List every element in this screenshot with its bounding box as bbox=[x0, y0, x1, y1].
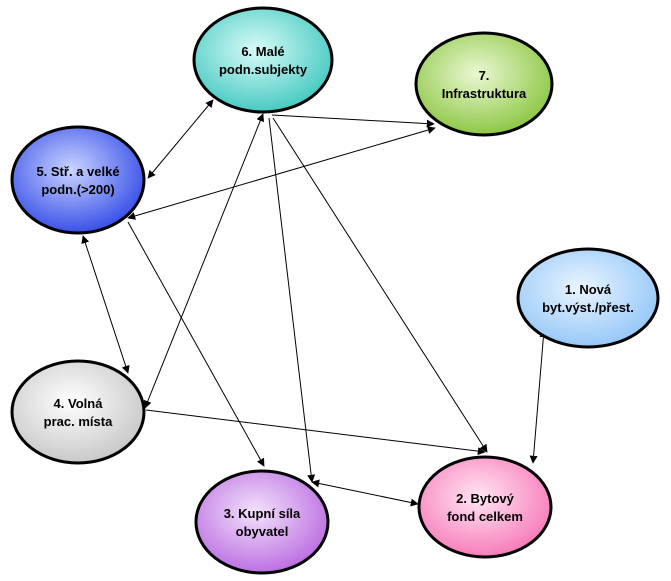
edge-6-7 bbox=[271, 114, 435, 128]
node-4-volna-prac-mista-ellipse bbox=[10, 359, 146, 465]
edge-3-2 bbox=[311, 479, 419, 507]
node-7-infrastruktura-label-line2: Infrastruktura bbox=[442, 86, 527, 101]
node-3-kupni-sila-label-line2: obyvatel bbox=[236, 524, 289, 539]
node-2-bytovy-fond-label-line1: 2. Bytový bbox=[456, 491, 515, 506]
node-1-nova-byt-vystavba-label-line1: 1. Nová bbox=[565, 282, 612, 297]
edge-5-3 bbox=[127, 221, 265, 467]
node-3-kupni-sila-label-line1: 3. Kupní síla bbox=[224, 506, 301, 521]
node-1-nova-byt-vystavba: 1. Nová byt.výst./přest. bbox=[516, 247, 660, 349]
node-5-str-a-velke-podn-ellipse bbox=[10, 125, 146, 235]
node-1-nova-byt-vystavba-ellipse bbox=[516, 247, 660, 349]
node-5-str-a-velke-podn-label-line2: podn.(>200) bbox=[41, 182, 114, 197]
node-7-infrastruktura: 7. Infrastruktura bbox=[414, 31, 554, 137]
edge-6-2 bbox=[272, 117, 488, 453]
edge-6-3 bbox=[268, 117, 316, 483]
node-4-volna-prac-mista-label-line2: prac. místa bbox=[44, 414, 113, 429]
node-7-infrastruktura-ellipse bbox=[414, 31, 554, 137]
node-6-male-podn-subjekty-ellipse bbox=[192, 6, 334, 114]
node-6-male-podn-subjekty-label-line2: podn.subjekty bbox=[219, 62, 308, 77]
edge-5-4 bbox=[81, 235, 130, 374]
node-5-str-a-velke-podn-label-line1: 5. Stř. a velké bbox=[36, 164, 119, 179]
edges-layer bbox=[81, 99, 548, 507]
node-1-nova-byt-vystavba-label-line2: byt.výst./přest. bbox=[542, 300, 634, 315]
edge-4-2 bbox=[145, 409, 486, 456]
edge-6-4 bbox=[143, 113, 265, 409]
node-4-volna-prac-mista: 4. Volná prac. místa bbox=[10, 359, 146, 465]
nodes-layer: 1. Nová byt.výst./přest. 2. Bytový fond cel… bbox=[10, 6, 660, 575]
node-2-bytovy-fond-label-line2: fond celkem bbox=[447, 509, 523, 524]
node-3-kupni-sila: 3. Kupní síla obyvatel bbox=[194, 469, 330, 575]
node-5-str-a-velke-podn: 5. Stř. a velké podn.(>200) bbox=[10, 125, 146, 235]
edge-7-5 bbox=[127, 126, 436, 220]
node-4-volna-prac-mista-label-line1: 4. Volná bbox=[54, 396, 104, 411]
node-3-kupni-sila-ellipse bbox=[194, 469, 330, 575]
edge-6-5 bbox=[147, 99, 214, 179]
node-2-bytovy-fond: 2. Bytový fond celkem bbox=[417, 455, 553, 559]
node-7-infrastruktura-label-line1: 7. bbox=[479, 68, 490, 83]
node-6-male-podn-subjekty-label-line1: 6. Malé bbox=[241, 44, 284, 59]
node-6-male-podn-subjekty: 6. Malé podn.subjekty bbox=[192, 6, 334, 114]
edge-1-2 bbox=[529, 329, 548, 464]
node-2-bytovy-fond-ellipse bbox=[417, 455, 553, 559]
